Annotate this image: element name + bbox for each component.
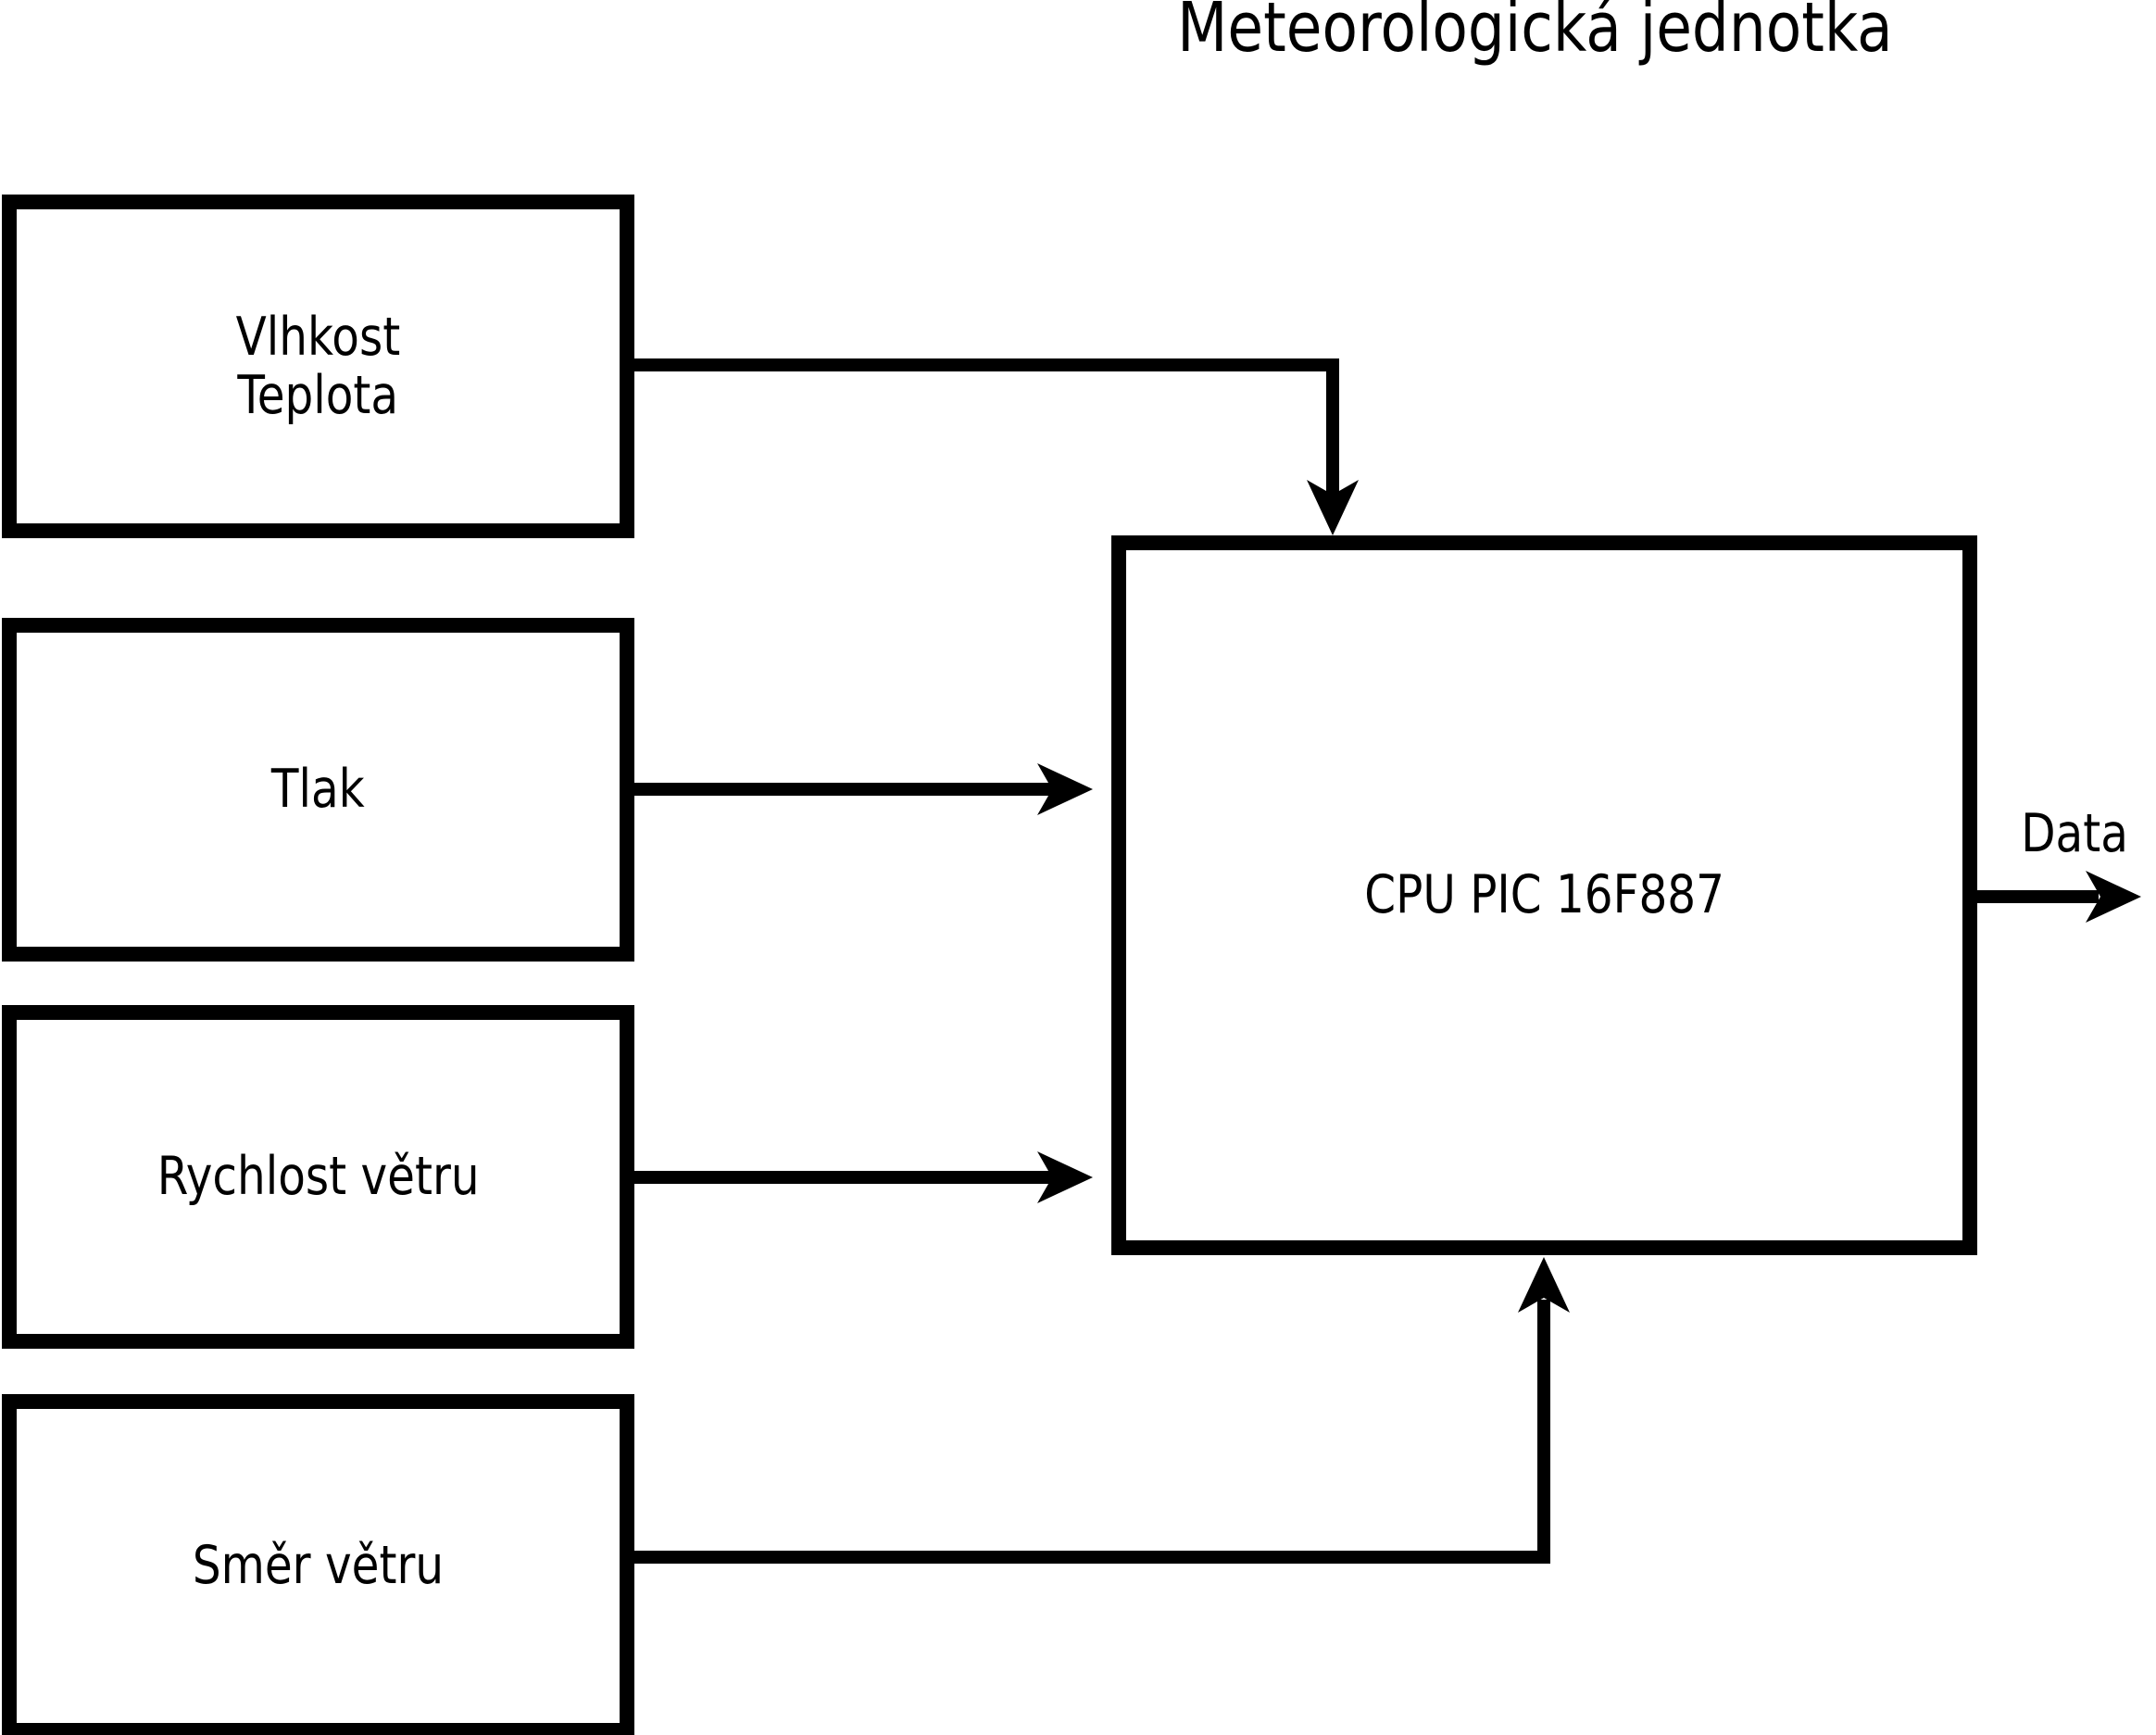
sensor-label-humidity: Vlhkost (235, 306, 401, 368)
sensor-box-pressure: Tlak (2, 618, 634, 962)
sensor-box-wind-speed: Rychlost větru (2, 1005, 634, 1349)
sensor-box-humidity-temperature: Vlhkost Teplota (2, 195, 634, 538)
data-output-label-text: Data (2021, 803, 2128, 864)
sensor-label-temperature: Teplota (237, 364, 399, 426)
sensor-box-wind-direction: Směr větru (2, 1394, 634, 1735)
diagram-title-text: Meteorologická jednotka (1176, 0, 1893, 68)
diagram-title: Meteorologická jednotka (979, 0, 2090, 62)
sensor-label-pressure: Tlak (271, 759, 365, 820)
sensor-label-wind-direction: Směr větru (192, 1535, 445, 1596)
arrow-right-icon (1037, 1151, 1093, 1203)
arrow-right-icon (2086, 871, 2141, 923)
connector-winddir-to-cpu (634, 1300, 1550, 1564)
arrow-right-icon (1037, 763, 1093, 815)
data-output-label: Data (1982, 808, 2156, 861)
cpu-label: CPU PIC 16F887 (1364, 864, 1724, 925)
cpu-box: CPU PIC 16F887 (1111, 535, 1977, 1255)
arrow-down-icon (1307, 480, 1359, 535)
connector-humidity-to-cpu (634, 358, 1339, 497)
sensor-label-wind-speed: Rychlost větru (157, 1146, 480, 1207)
arrow-up-icon (1518, 1257, 1570, 1313)
